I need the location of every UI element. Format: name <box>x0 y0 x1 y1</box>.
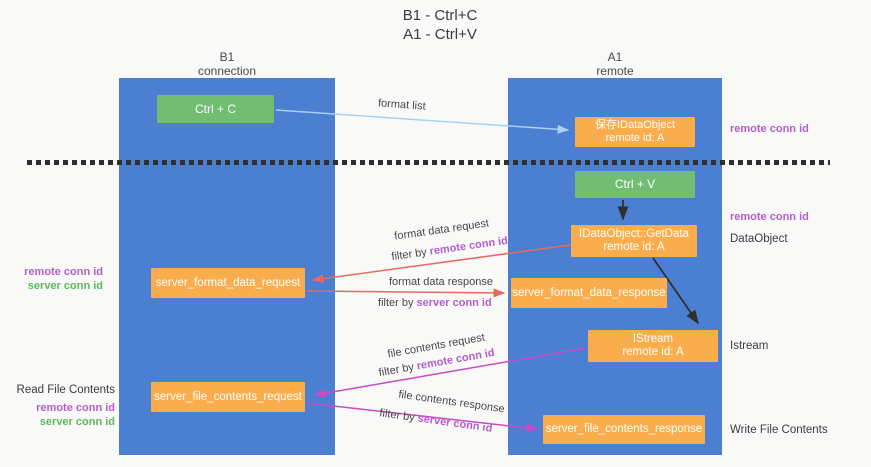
lane-header-b1: B1 connection <box>119 50 335 78</box>
annotation-left-remote-conn-id: remote conn id <box>24 266 103 278</box>
filter-by-text: filter by <box>378 407 419 425</box>
lane-b1-subtitle: connection <box>197 64 257 78</box>
filter-by-text: filter by <box>377 360 418 380</box>
filter-by-text: filter by <box>378 297 417 309</box>
lane-a1-title: A1 <box>607 50 623 64</box>
lane-b1-title: B1 <box>219 50 235 64</box>
remote-conn-id-text: remote conn id <box>428 234 509 258</box>
arrow-format-data-response <box>306 288 506 298</box>
node-idataobject-getdata: IDataObject::GetData remote id: A <box>571 225 697 257</box>
node-ctrl-v-label: Ctrl + V <box>614 177 656 191</box>
annotation-left-server-conn-id: server conn id <box>27 280 103 292</box>
annotation-dataobject: DataObject <box>730 233 788 245</box>
node-istream-line1: IStream <box>632 333 674 345</box>
diagram-title: B1 - Ctrl+C A1 - Ctrl+V <box>300 6 580 44</box>
annotation-write-file-contents: Write File Contents <box>730 424 828 436</box>
annotation-left-file-remote-conn-id: remote conn id <box>36 402 115 414</box>
edge-label-format-data-response: format data response <box>389 276 493 288</box>
annotation-block-format: remote conn id server conn id <box>3 265 103 293</box>
annotation-istream: Istream <box>730 340 769 352</box>
node-istream: IStream remote id: A <box>588 330 718 362</box>
node-server-format-data-response-label: server_format_data_response <box>512 286 666 299</box>
node-ctrl-c: Ctrl + C <box>157 95 274 123</box>
edge-label-format-data-response-filter: filter by server conn id <box>378 297 492 309</box>
server-conn-id-text: server conn id <box>416 297 492 309</box>
lane-a1-subtitle: remote <box>596 64 634 78</box>
edge-label-format-list: format list <box>377 97 427 113</box>
node-ctrl-v: Ctrl + V <box>575 171 695 198</box>
node-save-idataobject-line2: remote id: A <box>605 132 665 144</box>
lane-header-a1: A1 remote <box>508 50 722 78</box>
annotation-block-file: Read File Contents remote conn id server… <box>5 383 115 429</box>
node-save-idataobject-line1: 保存IDataObject <box>594 119 676 131</box>
annotation-remote-conn-id-mid: remote conn id <box>730 211 809 223</box>
node-ctrl-c-label: Ctrl + C <box>194 101 236 116</box>
node-idataobject-getdata-line1: IDataObject::GetData <box>579 228 689 240</box>
node-server-file-contents-response: server_file_contents_response <box>543 415 705 444</box>
node-server-file-contents-request: server_file_contents_request <box>151 382 305 412</box>
node-idataobject-getdata-line2: remote id: A <box>603 241 665 253</box>
node-server-format-data-response: server_format_data_response <box>511 278 667 308</box>
annotation-remote-conn-id-top: remote conn id <box>730 123 809 135</box>
server-conn-id-text: server conn id <box>416 412 494 435</box>
annotation-read-file-contents: Read File Contents <box>16 384 115 396</box>
title-line-1: B1 - Ctrl+C <box>402 7 478 24</box>
node-istream-line2: remote id: A <box>622 346 684 358</box>
title-line-2: A1 - Ctrl+V <box>403 26 477 43</box>
node-server-file-contents-request-label: server_file_contents_request <box>154 390 302 403</box>
phase-separator-dashed-line <box>27 160 830 165</box>
node-server-format-data-request-label: server_format_data_request <box>155 276 301 289</box>
node-save-idataobject: 保存IDataObject remote id: A <box>575 117 695 147</box>
node-server-file-contents-response-label: server_file_contents_response <box>545 423 703 435</box>
filter-by-text: filter by <box>390 245 431 264</box>
annotation-left-file-server-conn-id: server conn id <box>39 416 115 428</box>
node-server-format-data-request: server_format_data_request <box>151 268 305 298</box>
